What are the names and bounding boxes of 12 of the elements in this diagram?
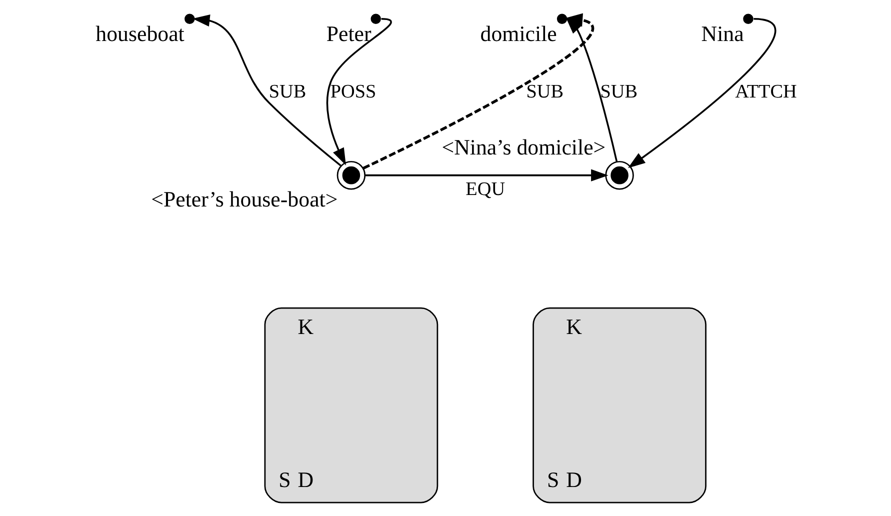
- node-label: Nina: [701, 20, 744, 46]
- node-label: Peter: [326, 20, 372, 46]
- node-label: domicile: [480, 20, 557, 46]
- edge-label: EQU: [466, 178, 506, 200]
- edge-label: POSS: [330, 81, 376, 102]
- node-label: <Peter’s house-boat>: [151, 186, 338, 212]
- edge-label: SUB: [268, 81, 306, 102]
- edge-label: SUB: [526, 81, 564, 102]
- edge-label: ATTCH: [735, 81, 797, 102]
- edge-label: SUB: [600, 81, 638, 102]
- node-label: <Nina’s domicile>: [442, 134, 606, 160]
- node-label: houseboat: [96, 20, 184, 46]
